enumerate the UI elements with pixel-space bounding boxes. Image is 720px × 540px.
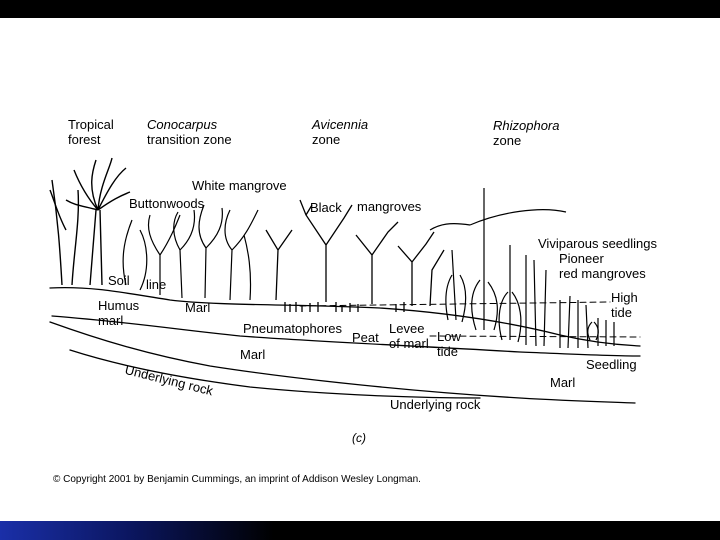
transition-zone-trees	[122, 204, 259, 301]
label-line: tide	[437, 344, 458, 359]
ground-surface-line	[49, 286, 641, 347]
zone-title: Rhizophora	[493, 118, 560, 133]
soil-label: Soil	[108, 273, 130, 288]
levee-of-marl-label: Levee of marl	[389, 321, 429, 351]
line-label: line	[146, 277, 167, 292]
peat-label: Peat	[352, 330, 379, 345]
label-line: Pioneer	[559, 251, 604, 266]
marl-middle-label: Marl	[240, 347, 266, 362]
avicennia-zone-label: Avicennia zone	[312, 117, 368, 147]
label-line: marl	[98, 313, 124, 328]
label-line: Low	[437, 329, 461, 344]
pneumatophores-label: Pneumatophores	[243, 321, 343, 336]
zone-title: Conocarpus	[147, 117, 218, 132]
copyright-notice: © Copyright 2001 by Benjamin Cummings, a…	[53, 474, 421, 485]
label-line: Humus	[98, 298, 140, 313]
bottom-bar	[0, 521, 720, 540]
conocarpus-zone-label: Conocarpus transition zone	[147, 117, 232, 147]
buttonwoods-label: Buttonwoods	[129, 196, 205, 211]
label-line: High	[611, 290, 638, 305]
red-mangrove-trees	[429, 188, 615, 349]
zone-subtitle: transition zone	[147, 132, 232, 147]
black-mangrove-trees	[265, 199, 445, 312]
rock-lower-line	[69, 349, 481, 399]
zone-title: Tropical	[68, 117, 114, 132]
top-bar	[0, 0, 720, 18]
pioneer-red-mangroves-label: Pioneer red mangroves	[559, 251, 646, 281]
humus-marl-label: Humus marl	[98, 298, 139, 328]
marl-right-label: Marl	[550, 375, 576, 390]
label-line: Levee	[389, 321, 425, 336]
marl-layer-line	[51, 315, 641, 357]
seedling-label: Seedling	[586, 357, 637, 372]
zone-subtitle: zone	[312, 132, 341, 147]
zone-subtitle: forest	[68, 132, 101, 147]
zone-subtitle: zone	[493, 133, 522, 148]
underlying-rock-bottom-label: Underlying rock	[390, 397, 481, 412]
panel-label: (c)	[352, 431, 366, 445]
low-tide-line	[429, 335, 641, 338]
mangroves-label: mangroves	[357, 199, 422, 214]
white-mangrove-label: White mangrove	[192, 178, 287, 193]
low-tide-label: Low tide	[437, 329, 461, 359]
high-tide-label: High tide	[611, 290, 638, 320]
zone-title: Avicennia	[312, 117, 369, 132]
viviparous-seedlings-label: Viviparous seedlings	[538, 236, 657, 251]
tropical-forest-trees	[49, 157, 131, 286]
label-line: tide	[611, 305, 632, 320]
label-line: of marl	[389, 336, 429, 351]
black-label: Black	[310, 200, 342, 215]
rock-boundary-line	[49, 321, 636, 404]
marl-upper-label: Marl	[185, 300, 211, 315]
label-line: red mangroves	[559, 266, 646, 281]
tropical-forest-zone-label: Tropical forest	[68, 117, 114, 147]
rhizophora-zone-label: Rhizophora zone	[493, 118, 560, 148]
